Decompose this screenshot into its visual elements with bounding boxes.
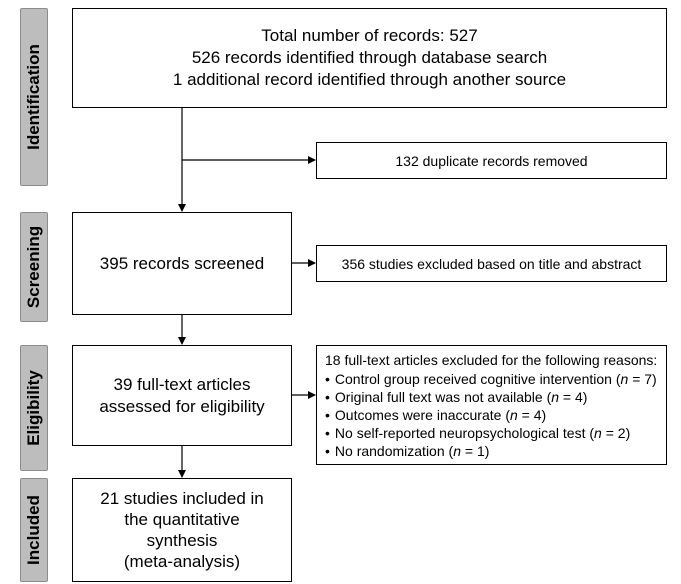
exclusion-n-value: = 4) bbox=[517, 406, 547, 423]
exclusion-reason-item: Outcomes were inaccurate (n = 4) bbox=[325, 406, 657, 424]
exclusion-reason-item: Original full text was not available (n … bbox=[325, 388, 657, 406]
stage-included-tab: Included bbox=[20, 478, 48, 582]
fulltext-assessed-line1: 39 full-text articles bbox=[113, 374, 251, 394]
included-box: 21 studies included in the quantitative … bbox=[72, 478, 292, 582]
exclusion-n-value: = 4) bbox=[559, 388, 588, 405]
exclusion-n-label: n bbox=[594, 424, 602, 441]
included-line1: 21 studies included in bbox=[100, 489, 264, 508]
included-line2: the quantitative bbox=[124, 510, 240, 529]
reason-list: Control group received cognitive interve… bbox=[325, 370, 657, 460]
stage-screening-tab: Screening bbox=[20, 212, 48, 322]
duplicates-text: 132 duplicate records removed bbox=[395, 152, 588, 169]
screened-box: 395 records screened bbox=[72, 212, 292, 315]
stage-eligibility-tab: Eligibility bbox=[20, 345, 48, 471]
duplicates-box: 132 duplicate records removed bbox=[316, 142, 667, 179]
exclusion-n-label: n bbox=[551, 388, 560, 405]
eligibility-box: 39 full-text articles assessed for eligi… bbox=[72, 345, 292, 446]
exclusion-reason-text: Outcomes were inaccurate ( bbox=[334, 406, 510, 423]
included-line4: (meta-analysis) bbox=[123, 552, 241, 571]
database-records-text: 526 records identified through database … bbox=[191, 48, 548, 67]
fulltext-excluded-header: 18 full-text articles excluded for the f… bbox=[325, 351, 658, 368]
exclusion-reason-item: No self-reported neuropsychological test… bbox=[325, 424, 657, 442]
exclusion-reason-text: No self-reported neuropsychological test… bbox=[334, 424, 595, 441]
exclusion-n-value: = 7) bbox=[628, 370, 657, 387]
screened-text: 395 records screened bbox=[99, 253, 265, 273]
title-abstract-excluded-text: 356 studies excluded based on title and … bbox=[341, 255, 642, 272]
exclusion-n-value: = 1) bbox=[460, 442, 490, 459]
exclusion-reason-item: No randomization (n = 1) bbox=[325, 442, 657, 460]
fulltext-assessed-line2: assessed for eligibility bbox=[99, 396, 265, 416]
exclusion-reason-item: Control group received cognitive interve… bbox=[325, 370, 657, 388]
exclusion-n-label: n bbox=[453, 442, 461, 459]
exclusion-n-label: n bbox=[620, 370, 629, 387]
exclusion-reason-text: No randomization ( bbox=[334, 442, 454, 459]
included-line3: synthesis bbox=[146, 531, 218, 550]
exclusion-reason-text: Control group received cognitive interve… bbox=[334, 370, 621, 387]
exclusion-n-value: = 2) bbox=[601, 424, 631, 441]
stage-identification-tab: Identification bbox=[20, 8, 48, 186]
exclusion-reason-text: Original full text was not available ( bbox=[334, 388, 552, 405]
total-records-text: Total number of records: 527 bbox=[261, 26, 478, 45]
exclusion-n-label: n bbox=[509, 406, 518, 423]
other-source-records-text: 1 additional record identified through a… bbox=[172, 70, 567, 89]
identification-box: Total number of records: 527 526 records… bbox=[72, 8, 667, 108]
fulltext-excluded-box: 18 full-text articles excluded for the f… bbox=[316, 345, 667, 465]
title-abstract-excluded-box: 356 studies excluded based on title and … bbox=[316, 245, 667, 282]
